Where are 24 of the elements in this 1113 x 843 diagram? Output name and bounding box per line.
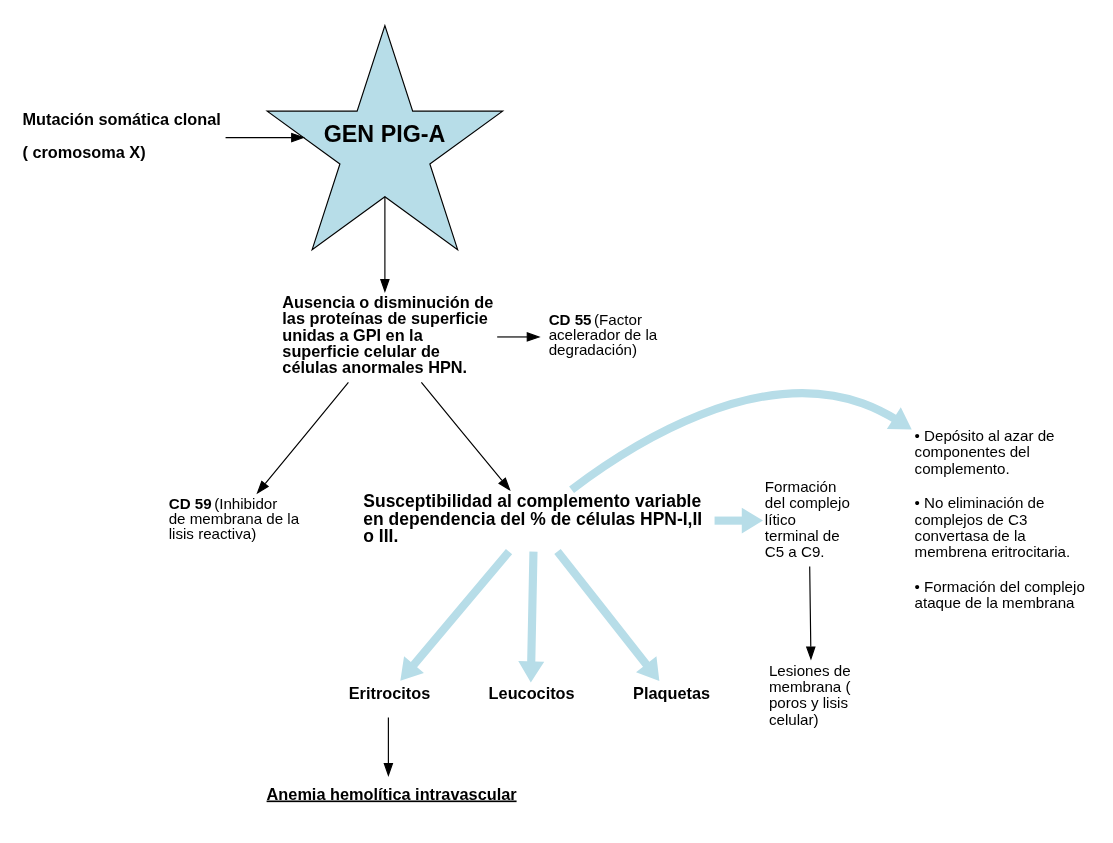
node-text: Formación del complejo lítico terminal de C5 a C9. bbox=[764, 477, 850, 561]
node-text: Eritrocitos bbox=[348, 684, 431, 703]
node-text: Plaquetas bbox=[633, 684, 711, 703]
node-text: CD 59 (Inhibidor de membrana de la lisis reactiva) bbox=[168, 494, 300, 543]
node-text: Ausencia o disminución de las proteínas de superficie unidas a GPI en la superficie celular de células anormales HPN. bbox=[282, 293, 494, 377]
arrow bbox=[554, 549, 660, 681]
arrow bbox=[256, 381, 349, 495]
arrow bbox=[380, 196, 390, 294]
arrow bbox=[400, 548, 513, 681]
node-text: Lesiones de membrana ( poros y lisis celular) bbox=[768, 661, 851, 728]
arrow bbox=[518, 551, 545, 683]
arrow bbox=[496, 332, 541, 342]
node-text: • Depósito al azar de componentes del complemento. • No eliminación de complejos de C3 convertasa de la membrena eritrocitaria. • Formación del complejo ataque de la membrana bbox=[914, 427, 1085, 612]
arrow bbox=[383, 717, 394, 778]
node-text: CD 55 (Factor acelerador de la degradación) bbox=[548, 311, 658, 359]
node-text: Anemia hemolítica intravascular bbox=[266, 784, 517, 803]
node-text: Susceptibilidad al complemento variable en dependencia del % de células HPN-I,II o III. bbox=[363, 491, 703, 547]
arrow bbox=[714, 507, 763, 534]
node-text: Mutación somática clonal ( cromosoma X) bbox=[22, 110, 221, 161]
arrow bbox=[225, 132, 306, 143]
arrow bbox=[569, 389, 912, 493]
node-text: Leucocitos bbox=[488, 684, 575, 703]
arrow bbox=[420, 381, 511, 492]
arrow bbox=[805, 565, 816, 661]
